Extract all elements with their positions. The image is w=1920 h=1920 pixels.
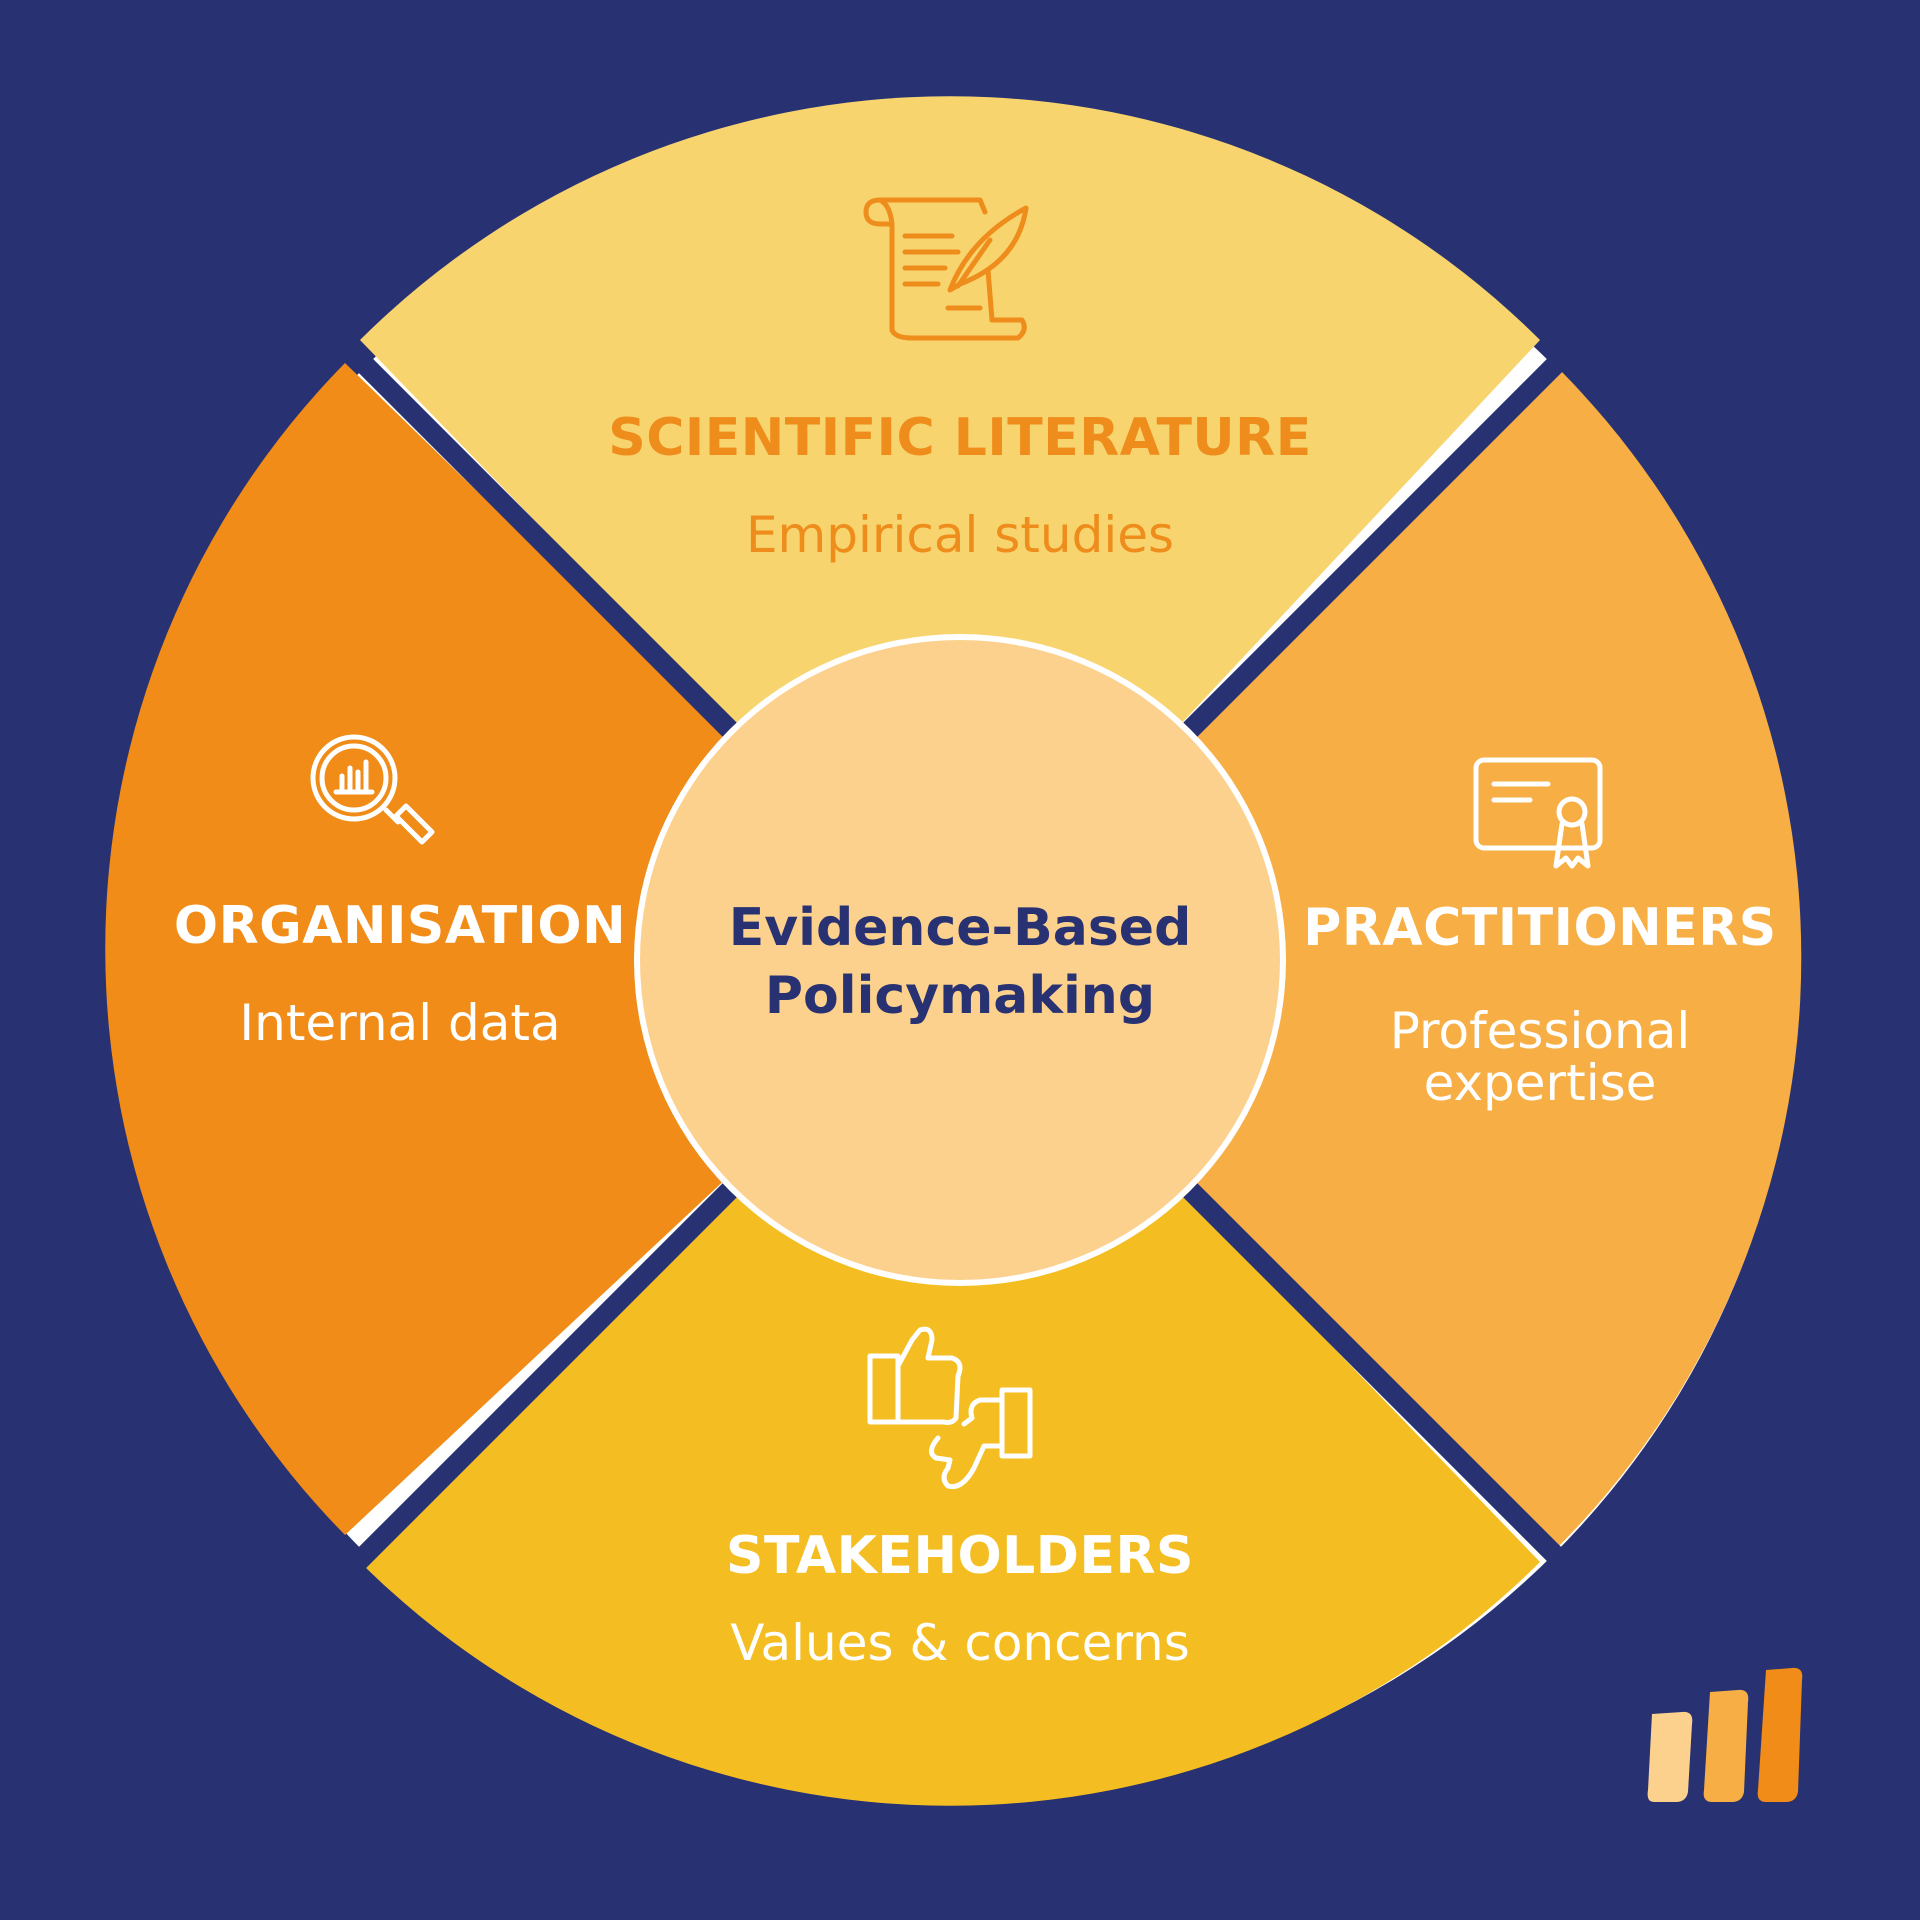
segment-scientific-literature (360, 96, 1540, 961)
certificate-icon (1473, 757, 1603, 869)
logo (1647, 1667, 1803, 1802)
segment-practitioners (960, 360, 1802, 1555)
segment-stakeholders (360, 960, 1540, 1806)
wheel-segments (105, 96, 1802, 1806)
segment-organisation (105, 363, 960, 1535)
scientific-literature-title: SCIENTIFIC LITERATURE (608, 408, 1312, 468)
center-title-line2: Policymaking (764, 966, 1156, 1026)
magnifier-chart-icon (310, 734, 435, 845)
practitioners-title: PRACTITIONERS (1303, 898, 1777, 958)
logo-bar-2 (1703, 1689, 1749, 1802)
stakeholders-subtitle: Values & concerns (730, 1614, 1190, 1672)
scientific-literature-subtitle: Empirical studies (745, 506, 1175, 564)
organisation-title: ORGANISATION (173, 896, 627, 956)
organisation-subtitle: Internal data (239, 994, 561, 1052)
scroll-quill-icon (863, 197, 1029, 341)
thumbs-up-down-icon (867, 1326, 1033, 1490)
practitioners-subtitle-line2: expertise (1423, 1054, 1657, 1112)
center-circle (640, 640, 1280, 1280)
center-title-line1: Evidence-Based (728, 898, 1192, 958)
stakeholders-title: STAKEHOLDERS (726, 1526, 1194, 1586)
logo-bar-1 (1647, 1711, 1693, 1802)
logo-bar-3 (1757, 1667, 1803, 1802)
practitioners-subtitle-line1: Professional (1389, 1002, 1691, 1060)
